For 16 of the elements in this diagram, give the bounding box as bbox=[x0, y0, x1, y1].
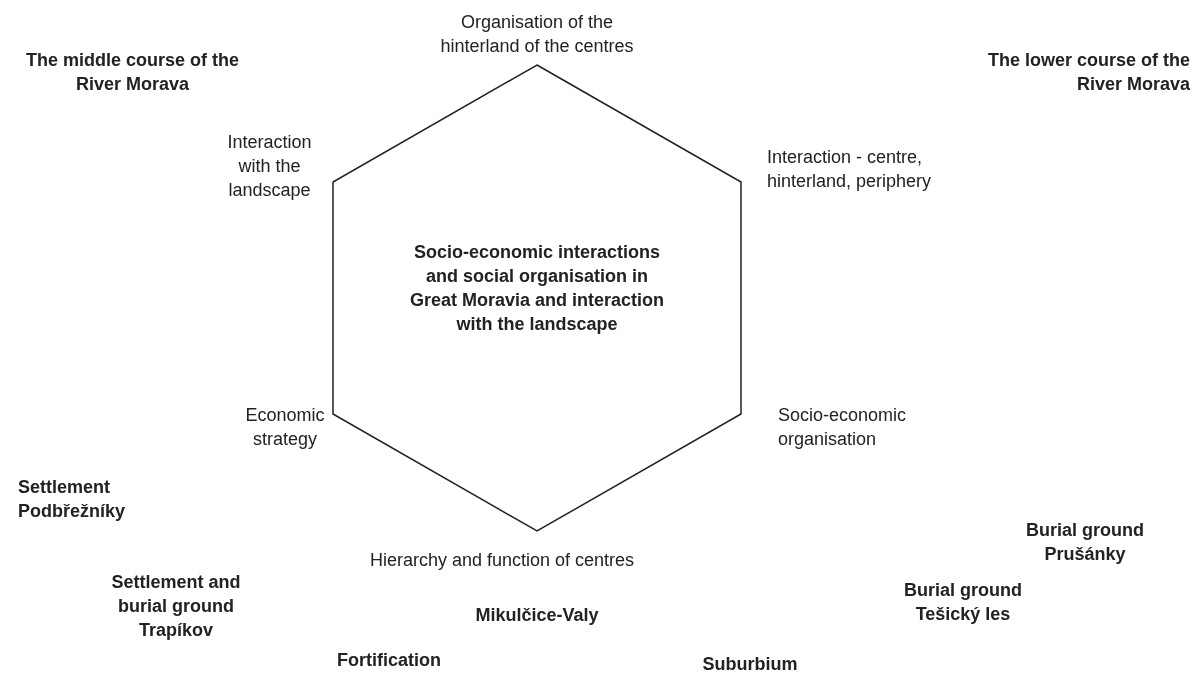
central-topic-text: Socio-economic interactions and social organisation in Great Moravia and interaction with the landscape bbox=[408, 241, 666, 336]
region-label: The lower course of the River Morava bbox=[986, 49, 1190, 96]
site-label: Fortification bbox=[336, 649, 442, 672]
site-label: Settlement and burial ground Trapíkov bbox=[110, 571, 242, 642]
site-label: Burial ground Tešický les bbox=[903, 579, 1023, 626]
site-label: Settlement Podbřežníky bbox=[18, 476, 127, 523]
site-label: Mikulčice-Valy bbox=[474, 604, 600, 627]
region-label: The middle course of the River Morava bbox=[25, 49, 240, 96]
theme-label: Economic strategy bbox=[244, 404, 326, 451]
theme-label: Interaction - centre, hinterland, periphery bbox=[767, 146, 933, 193]
theme-label: Organisation of the hinterland of the centres bbox=[439, 11, 635, 58]
theme-label: Socio-economic organisation bbox=[778, 404, 908, 451]
site-label: Burial ground Prušánky bbox=[1025, 519, 1145, 566]
site-label: Suburbium bbox=[701, 653, 799, 675]
theme-label: Hierarchy and function of centres bbox=[368, 549, 636, 572]
theme-label: Interaction with the landscape bbox=[226, 131, 313, 202]
